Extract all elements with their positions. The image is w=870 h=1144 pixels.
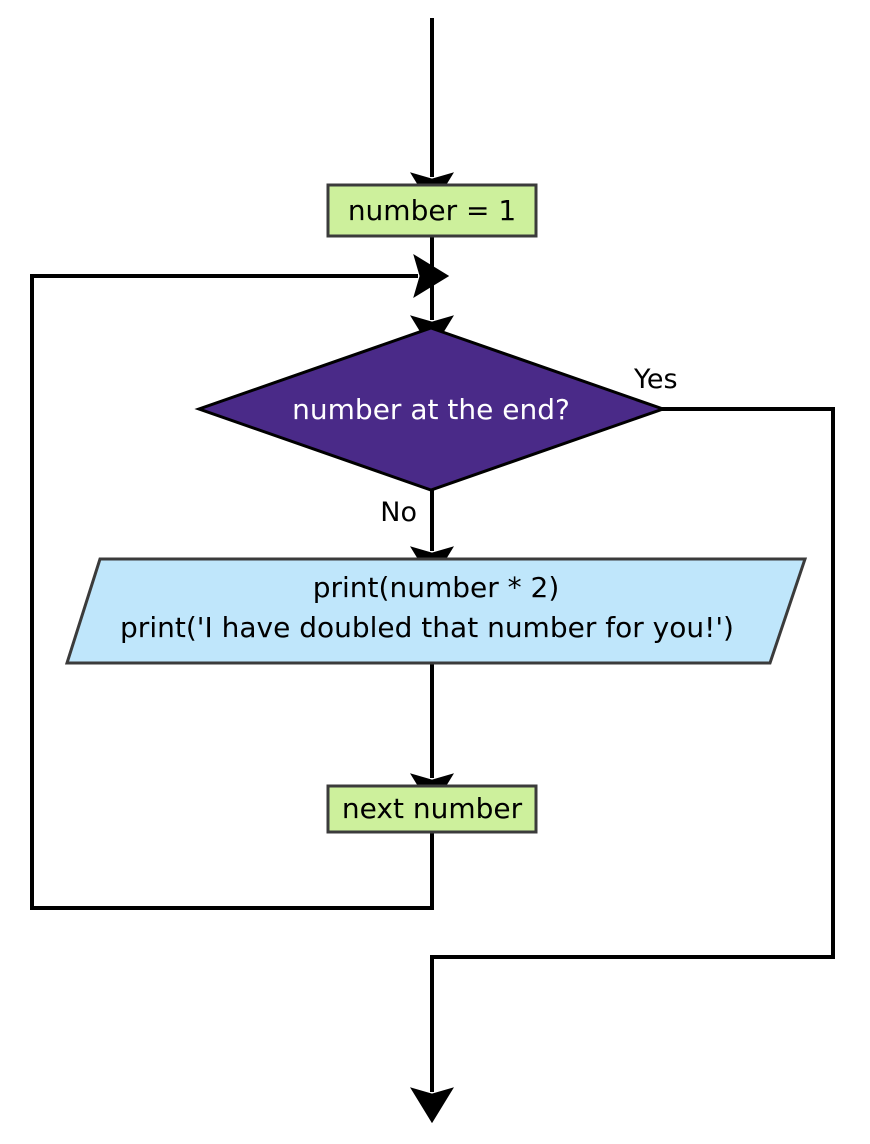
init-box-shape xyxy=(326,183,538,238)
edge-label-yes: Yes xyxy=(633,364,678,395)
edge-decision-yes xyxy=(410,407,835,1124)
node-init[interactable]: number = 1 xyxy=(326,183,538,238)
decision-label: number at the end? xyxy=(292,393,570,426)
decision-diamond-shape xyxy=(194,326,668,492)
output-label-line-1: print(number * 2) xyxy=(313,571,560,604)
node-output[interactable]: print(number * 2) print('I have doubled … xyxy=(64,557,808,665)
edge-loopback xyxy=(30,254,450,910)
connector-layer xyxy=(30,18,835,1124)
increment-box-shape xyxy=(326,784,538,834)
output-parallelogram-shape xyxy=(64,557,808,665)
init-box-label: number = 1 xyxy=(348,194,516,227)
output-label-line-2: print('I have doubled that number for yo… xyxy=(120,611,734,644)
node-increment[interactable]: next number xyxy=(326,784,538,834)
edge-label-no: No xyxy=(380,497,417,528)
node-decision[interactable]: number at the end? xyxy=(194,326,668,492)
increment-box-label: next number xyxy=(342,792,523,825)
